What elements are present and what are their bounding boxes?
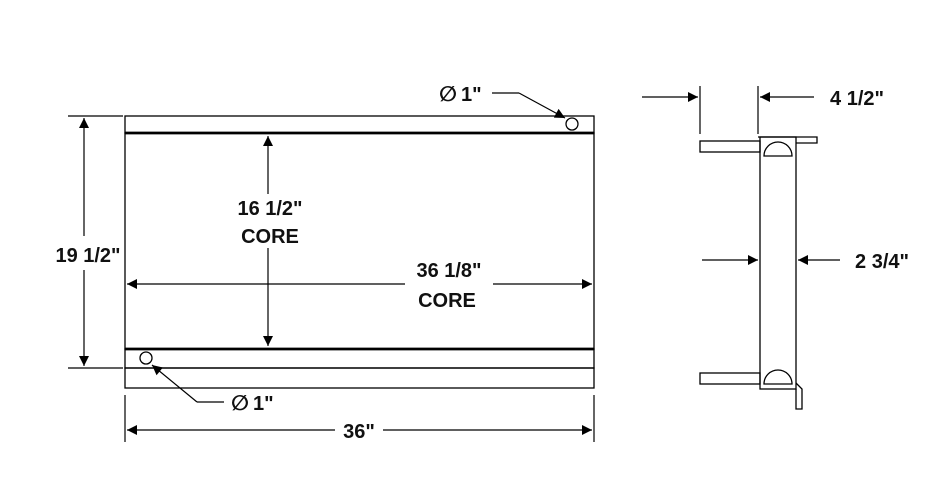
bottom-mount-rail <box>124 367 595 389</box>
side-core <box>759 136 797 390</box>
core-height-label: 16 1/2" <box>237 198 302 220</box>
core <box>124 132 595 350</box>
side-top-bracket <box>758 136 818 144</box>
overall-width-label: 36" <box>343 421 375 443</box>
side-top-tank <box>763 141 793 157</box>
top-port-leader-arrow <box>518 92 566 119</box>
front-view <box>124 115 595 389</box>
core-width-note: CORE <box>418 290 476 312</box>
overall-width-dimension <box>124 395 595 442</box>
side-bottom-bracket <box>795 382 803 410</box>
core-depth-label: 2 3/4" <box>855 251 909 273</box>
overall-height-label: 19 1/2" <box>55 245 120 267</box>
bottom-port-size-label: 1" <box>253 393 274 415</box>
bottom-port-diameter-symbol: ∅ <box>231 392 249 415</box>
bottom-port-leader-arrow <box>151 364 198 403</box>
core-width-label: 36 1/8" <box>416 260 481 282</box>
side-view <box>699 136 818 410</box>
side-top-flange <box>699 140 761 153</box>
overall-depth-label: 4 1/2" <box>830 88 884 110</box>
core-height-note: CORE <box>241 226 299 248</box>
top-port-diameter-symbol: ∅ <box>439 83 457 106</box>
side-bottom-tank <box>763 369 793 385</box>
bottom-tank <box>124 348 595 369</box>
overall-depth-dimension <box>642 86 814 134</box>
overall-height-dimension <box>68 115 123 369</box>
top-tank <box>124 115 595 134</box>
side-bottom-flange <box>699 372 761 385</box>
bottom-port <box>139 351 153 365</box>
top-port <box>565 117 579 131</box>
top-port-size-label: 1" <box>461 84 482 106</box>
